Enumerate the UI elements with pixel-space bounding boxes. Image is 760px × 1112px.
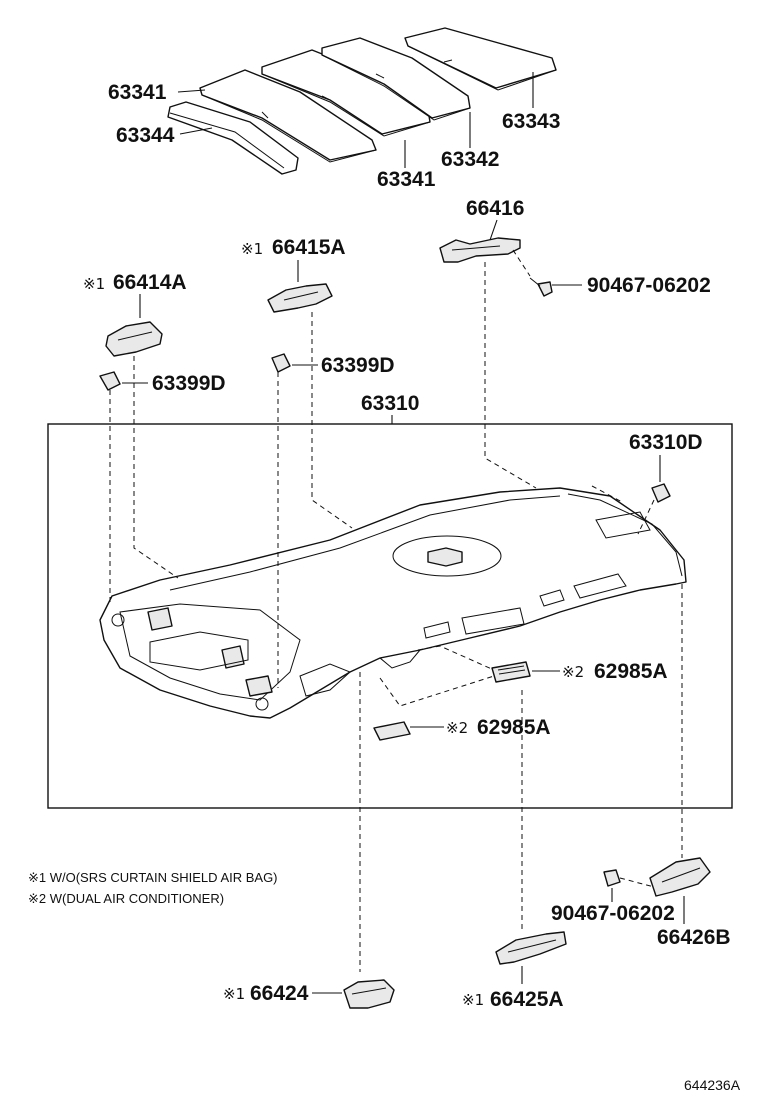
pad-leaders [177, 72, 534, 168]
part-66415a-holder[interactable] [267, 283, 333, 313]
label-66416: 66416 [466, 197, 524, 220]
part-63342-pad[interactable] [321, 37, 471, 121]
diagram-code: 644236A [684, 1077, 741, 1093]
label-66424: 66424 [250, 982, 309, 1005]
part-90467-clip-bottom[interactable] [603, 869, 621, 887]
label-63343: 63343 [502, 110, 560, 133]
part-66414a-holder[interactable] [105, 321, 163, 357]
part-63310-headlining[interactable] [99, 487, 687, 719]
mark-66425a: ※1 [462, 991, 484, 1009]
part-63344-strip[interactable] [167, 101, 299, 175]
note-1: ※1 W/O(SRS CURTAIN SHIELD AIR BAG) [28, 870, 278, 885]
part-62985a-register-left[interactable] [373, 721, 411, 741]
part-66425a-holder[interactable] [495, 931, 567, 965]
mark-66424: ※1 [223, 985, 245, 1003]
label-63399d-mid: 63399D [321, 354, 395, 377]
part-62985a-register-right[interactable] [491, 661, 531, 683]
headlining-frame [47, 423, 733, 809]
label-66425a: 66425A [490, 988, 564, 1011]
label-90467-top: 90467-06202 [587, 274, 711, 297]
part-66424-holder[interactable] [343, 979, 395, 1009]
leader-66416 [489, 219, 498, 241]
part-63399d-clip-mid[interactable] [271, 353, 291, 373]
part-66426b-holder[interactable] [649, 857, 711, 897]
part-63310d-clip[interactable] [651, 483, 671, 503]
mark-62985a-left: ※2 [446, 719, 468, 737]
note-2: ※2 W(DUAL AIR CONDITIONER) [28, 891, 224, 906]
label-63399d-left: 63399D [152, 372, 226, 395]
label-63341-front: 63341 [108, 81, 167, 104]
label-63310: 63310 [361, 392, 419, 415]
label-90467-bottom: 90467-06202 [551, 902, 675, 925]
label-62985a-right: 62985A [594, 660, 668, 683]
label-63341-center: 63341 [377, 168, 436, 191]
label-63342: 63342 [441, 148, 499, 171]
mark-66414a: ※1 [83, 275, 105, 293]
part-90467-clip-top[interactable] [529, 277, 553, 297]
part-63341-front-pad[interactable] [199, 69, 377, 163]
label-62985a-left: 62985A [477, 716, 551, 739]
label-66426b: 66426B [657, 926, 731, 949]
assembly-dashed-lines [109, 262, 683, 972]
roof-silencer-pads [167, 27, 557, 175]
label-63344: 63344 [116, 124, 175, 147]
part-63399d-clip-left[interactable] [99, 371, 121, 391]
mark-62985a-right: ※2 [562, 663, 584, 681]
part-63343-pad[interactable] [404, 27, 557, 91]
label-66415a: 66415A [272, 236, 346, 259]
label-63310d: 63310D [629, 431, 703, 454]
mark-66415a: ※1 [241, 240, 263, 258]
part-66416-holder[interactable] [439, 237, 521, 263]
label-66414a: 66414A [113, 271, 187, 294]
